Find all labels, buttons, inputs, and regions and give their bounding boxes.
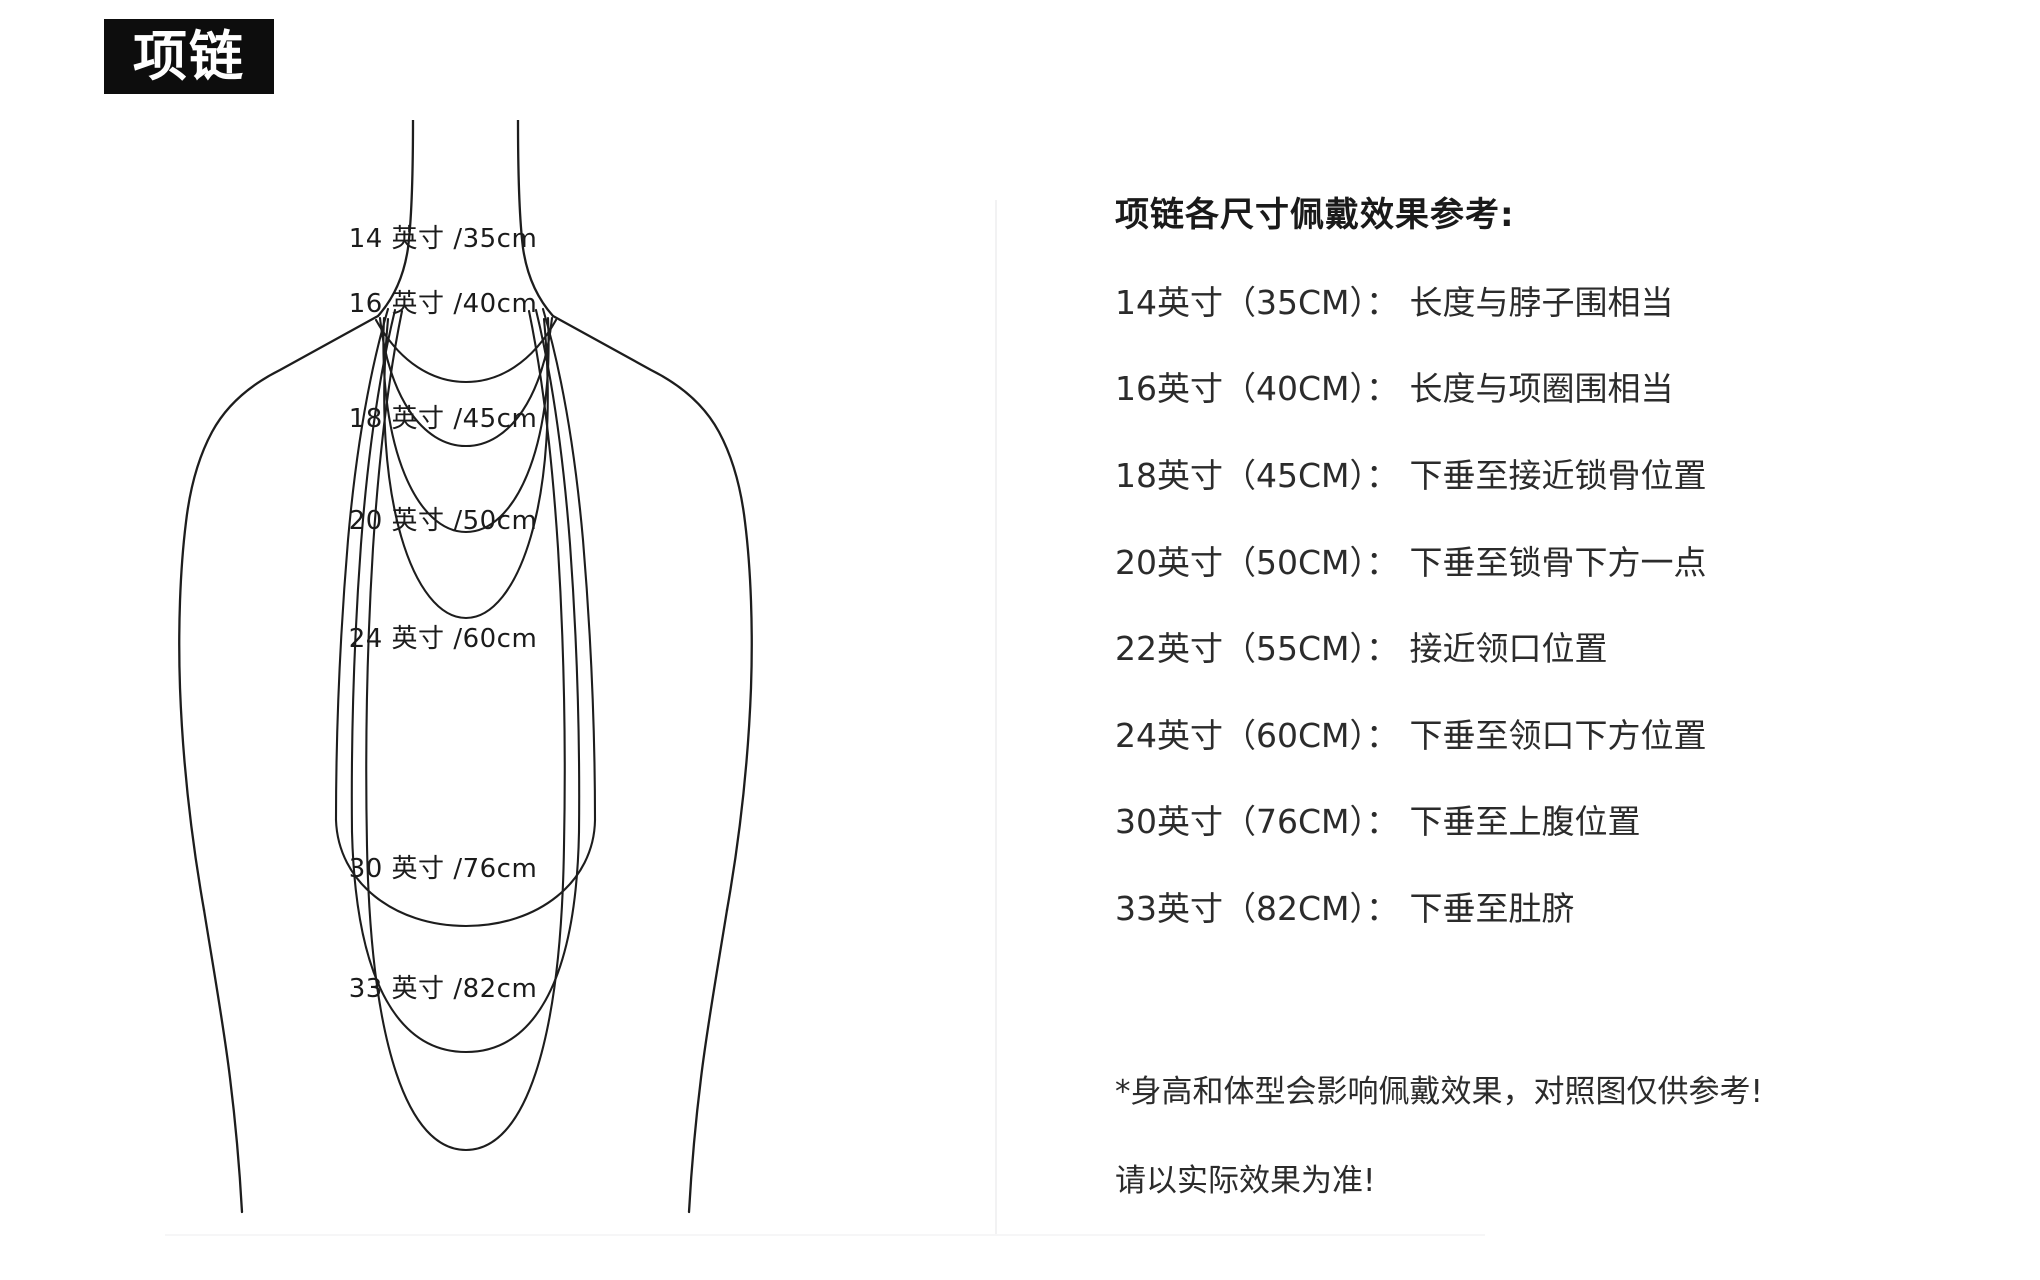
chain-riser-left-30in xyxy=(350,308,397,834)
size-row-desc: 下垂至上腹位置 xyxy=(1409,802,1641,842)
size-row-desc: 下垂至锁骨下方一点 xyxy=(1409,542,1707,582)
size-row-desc: 长度与脖子围相当 xyxy=(1409,282,1674,322)
chain-curve-14in xyxy=(374,318,558,384)
size-row-key: 18英寸（45CM）： xyxy=(1115,455,1399,495)
size-row-key: 33英寸（82CM）： xyxy=(1115,888,1399,928)
torso-left-outline xyxy=(202,908,244,1214)
size-row-desc: 长度与项圈围相当 xyxy=(1409,369,1674,409)
footnotes: *身高和体型会影响佩戴效果，对照图仅供参考! 请以实际效果为准! xyxy=(1115,1074,1985,1200)
chain-label-18in: 18 英寸 /45cm xyxy=(348,404,538,434)
neck-left-outline xyxy=(376,120,415,318)
chain-curve-16in xyxy=(378,316,554,448)
chain-riser-right-24in xyxy=(541,307,597,822)
diagram-svg xyxy=(178,120,753,1214)
necklace-length-diagram: 14 英寸 /35cm 16 英寸 /40cm 18 英寸 /45cm 20 英… xyxy=(130,120,1000,1235)
bottom-divider xyxy=(165,1234,1485,1236)
size-row-key: 22英寸（55CM）： xyxy=(1115,629,1399,669)
page-title-badge: 项链 xyxy=(104,19,274,94)
reference-panel: 项链各尺寸佩戴效果参考: 14英寸（35CM）： 长度与脖子围相当 16英寸（4… xyxy=(1115,150,1985,1200)
chain-riser-left-24in xyxy=(334,307,390,822)
size-row-key: 24英寸（60CM）： xyxy=(1115,715,1399,755)
chain-curve-20in xyxy=(383,317,549,620)
chain-label-33in: 33 英寸 /82cm xyxy=(348,974,538,1004)
size-row: 18英寸（45CM）： 下垂至接近锁骨位置 xyxy=(1115,456,1985,496)
size-row: 24英寸（60CM）： 下垂至领口下方位置 xyxy=(1115,716,1985,756)
neck-right-outline xyxy=(516,120,555,318)
size-row-key: 16英寸（40CM）： xyxy=(1115,369,1399,409)
chain-label-20in: 20 英寸 /50cm xyxy=(348,506,538,536)
chain-riser-right-33in xyxy=(527,309,566,848)
chain-curve-24in xyxy=(334,818,597,928)
footnote-disclaimer: *身高和体型会影响佩戴效果，对照图仅供参考! xyxy=(1115,1073,1763,1110)
shoulder-arm-right-outline xyxy=(551,314,753,912)
size-row: 14英寸（35CM）： 长度与脖子围相当 xyxy=(1115,283,1985,323)
torso-right-outline xyxy=(687,908,729,1214)
size-row: 33英寸（82CM）： 下垂至肚脐 xyxy=(1115,889,1985,929)
footnote-actual-effect: 请以实际效果为准! xyxy=(1115,1162,1376,1199)
vertical-divider xyxy=(995,200,997,1235)
chain-label-30in: 30 英寸 /76cm xyxy=(348,854,538,884)
size-row: 20英寸（50CM）： 下垂至锁骨下方一点 xyxy=(1115,543,1985,583)
size-row-desc: 下垂至接近锁骨位置 xyxy=(1409,455,1707,495)
size-row-desc: 下垂至领口下方位置 xyxy=(1409,715,1707,755)
chain-riser-left-33in xyxy=(365,309,404,848)
size-row: 30英寸（76CM）： 下垂至上腹位置 xyxy=(1115,802,1985,842)
chain-label-16in: 16 英寸 /40cm xyxy=(348,289,538,319)
size-row: 22英寸（55CM）： 接近领口位置 xyxy=(1115,629,1985,669)
size-row-desc: 下垂至肚脐 xyxy=(1409,888,1575,928)
size-row-key: 20英寸（50CM）： xyxy=(1115,542,1399,582)
reference-heading: 项链各尺寸佩戴效果参考: xyxy=(1115,195,1515,235)
chain-label-14in: 14 英寸 /35cm xyxy=(348,224,538,254)
chain-riser-right-30in xyxy=(534,308,581,834)
chain-label-24in: 24 英寸 /60cm xyxy=(348,624,538,654)
size-row-key: 30英寸（76CM）： xyxy=(1115,802,1399,842)
chain-curve-30in xyxy=(350,830,581,1054)
size-row-desc: 接近领口位置 xyxy=(1409,629,1608,669)
chain-curve-18in xyxy=(382,316,550,534)
chain-curve-33in xyxy=(365,844,566,1152)
size-row-key: 14英寸（35CM）： xyxy=(1115,282,1399,322)
size-row: 16英寸（40CM）： 长度与项圈围相当 xyxy=(1115,369,1985,409)
shoulder-arm-left-outline xyxy=(178,314,380,912)
